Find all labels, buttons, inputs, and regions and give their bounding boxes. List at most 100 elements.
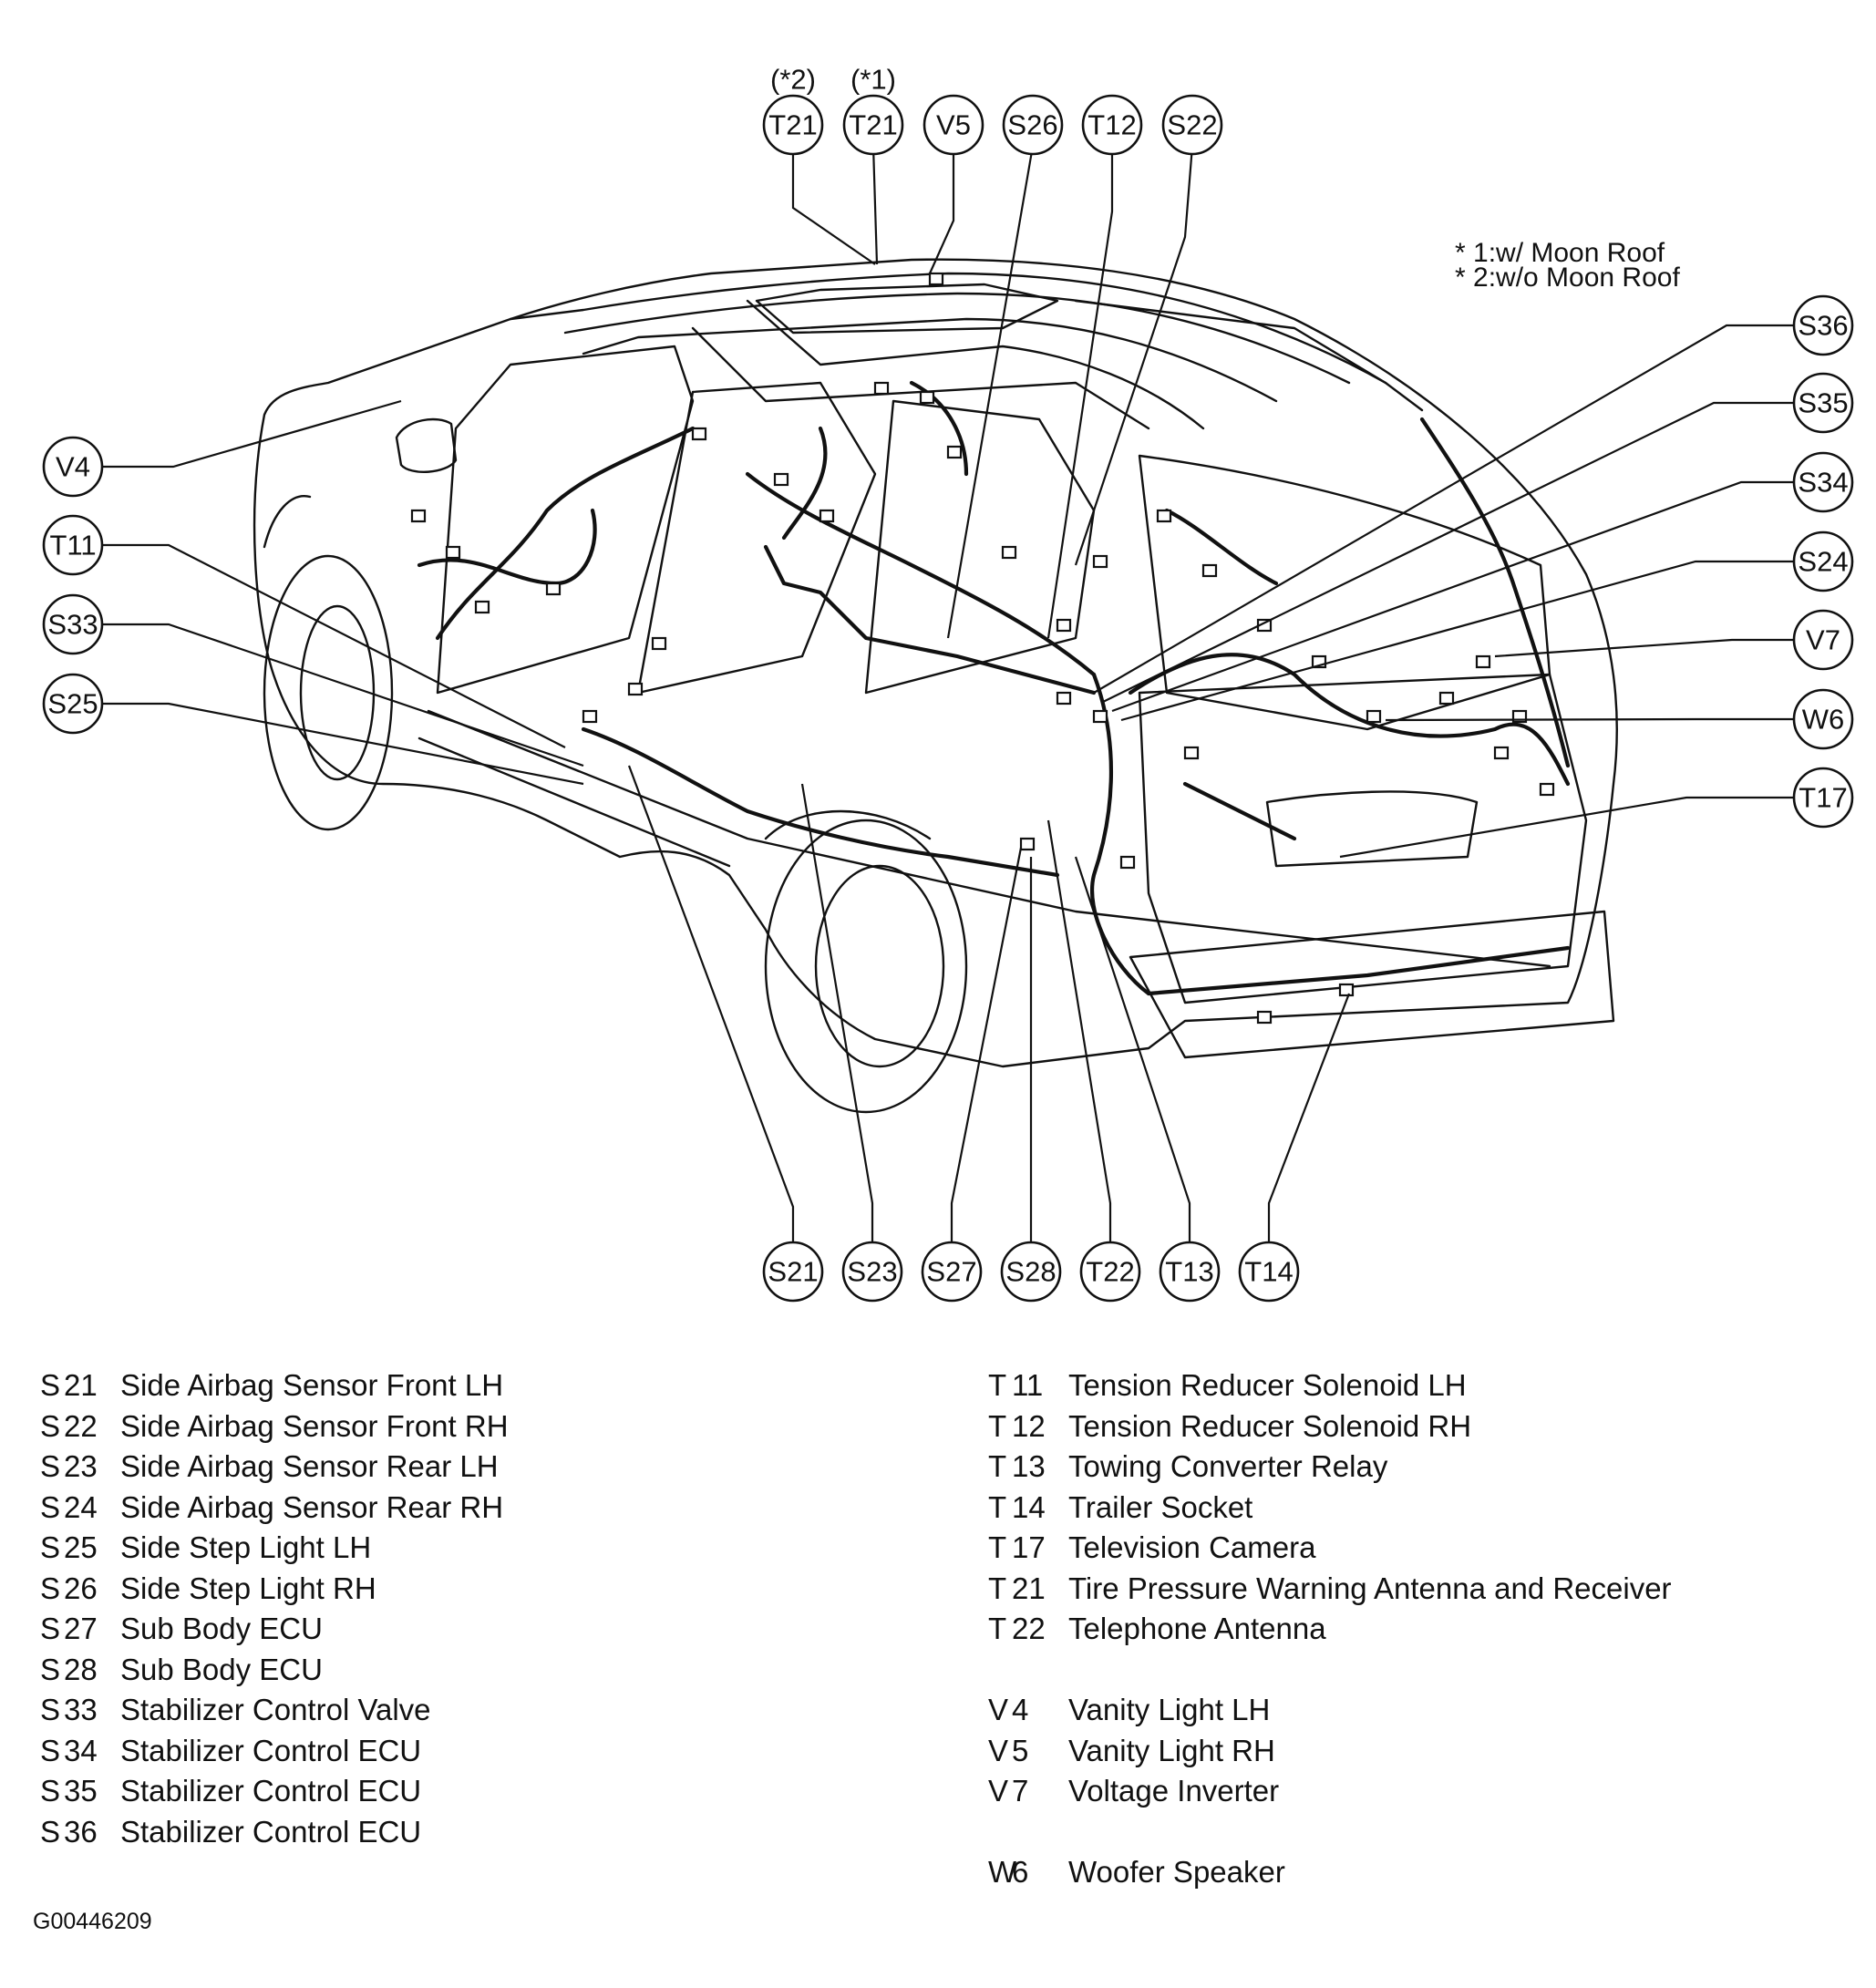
legend-description: Tire Pressure Warning Antenna and Receiv… [1068, 1571, 1672, 1605]
callout-right-2: S34 [1792, 451, 1854, 513]
callout-top-3: S26 [1002, 94, 1064, 156]
callout-top-1-circle [842, 94, 904, 156]
legend-code-letter: T [988, 1571, 1007, 1605]
legend-description: Tension Reducer Solenoid LH [1068, 1368, 1467, 1402]
legend-code-letter: S [40, 1733, 61, 1767]
callout-right-3: S24 [1792, 530, 1854, 592]
legend-description: Side Step Light RH [120, 1571, 376, 1605]
callout-right-4-circle [1792, 609, 1854, 671]
callout-bottom-2-circle [921, 1241, 983, 1303]
legend-code-letter: T [988, 1489, 1007, 1524]
callout-bottom-4-label: T22 [1086, 1256, 1134, 1288]
callout-left-1-circle [42, 514, 104, 576]
callout-right-6: T17 [1792, 767, 1854, 829]
legend-code-letter: W [988, 1855, 1017, 1889]
legend-description: Vanity Light LH [1068, 1693, 1271, 1726]
callout-left-2: S33 [42, 593, 104, 655]
callout-bottom-6: T14 [1238, 1241, 1300, 1303]
callout-top-0: T21 [762, 94, 824, 156]
legend-code-letter: S [40, 1612, 61, 1645]
legend-code-letter: T [988, 1530, 1007, 1564]
legend-description: Side Airbag Sensor Rear RH [120, 1489, 504, 1524]
legend-code-number: 17 [1012, 1530, 1046, 1564]
legend-code-letter: T [988, 1408, 1007, 1443]
callout-top-2-circle [923, 94, 984, 156]
legend-code-letter: V [988, 1774, 1009, 1808]
callout-bottom-6-circle [1238, 1241, 1300, 1303]
callout-top-0-circle [762, 94, 824, 156]
callout-top-0-label: T21 [768, 109, 817, 141]
callout-left-3-label: S25 [47, 688, 98, 720]
legend-code-letter: S [40, 1814, 61, 1849]
callout-right-5-circle [1792, 688, 1854, 750]
callout-top-4-circle [1081, 94, 1143, 156]
leader-lines [102, 145, 1794, 1241]
callout-top-4-label: T12 [1087, 109, 1136, 141]
legend-description: Vanity Light RH [1068, 1733, 1275, 1767]
legend-description: Stabilizer Control Valve [120, 1693, 431, 1726]
callout-right-3-circle [1792, 530, 1854, 592]
legend-description: Tension Reducer Solenoid RH [1068, 1408, 1472, 1443]
callout-right-2-label: S34 [1798, 467, 1848, 499]
callout-bottom-5-circle [1159, 1241, 1221, 1303]
callout-bottom-5: T13 [1159, 1241, 1221, 1303]
callout-top-3-circle [1002, 94, 1064, 156]
callout-bottom-3-label: S28 [1005, 1256, 1056, 1288]
callout-bottom-2-label: S27 [926, 1256, 976, 1288]
legend-description: Trailer Socket [1068, 1489, 1253, 1524]
legend-description: Side Airbag Sensor Rear LH [120, 1449, 499, 1483]
callout-left-0: V4 [42, 436, 104, 498]
legend-code-number: 22 [1012, 1612, 1046, 1645]
callout-right-1-label: S35 [1798, 387, 1848, 419]
callout-bottom-1-label: S23 [847, 1256, 897, 1288]
vehicle-wiring-diagram: * 1:w/ Moon Roof * 2:w/o Moon Roof T21(*… [42, 64, 1854, 1303]
callout-right-1: S35 [1792, 372, 1854, 434]
callout-right-4-label: V7 [1806, 624, 1840, 656]
legend-code-number: 27 [64, 1612, 98, 1645]
legend-description: Telephone Antenna [1068, 1612, 1326, 1645]
wire-harness [417, 380, 1571, 996]
callout-right-5-label: W6 [1802, 704, 1845, 736]
callout-right-0-circle [1792, 294, 1854, 356]
legend-description: Stabilizer Control ECU [120, 1814, 422, 1849]
callout-top-5-circle [1161, 94, 1223, 156]
legend-code-number: 5 [1012, 1733, 1029, 1767]
callout-bottom-2: S27 [921, 1241, 983, 1303]
callout-left-1-label: T11 [49, 530, 96, 561]
callout-right-4: V7 [1792, 609, 1854, 671]
legend-code-letter: S [40, 1408, 61, 1443]
legend-description: Towing Converter Relay [1068, 1449, 1388, 1483]
callout-bottom-3-circle [1000, 1241, 1062, 1303]
legend-code-letter: V [988, 1733, 1009, 1767]
legend-description: Stabilizer Control ECU [120, 1774, 422, 1808]
callout-left-3: S25 [42, 673, 104, 735]
legend-code-number: 21 [1012, 1571, 1046, 1605]
callout-bottom-1-circle [841, 1241, 903, 1303]
legend-code-letter: T [988, 1368, 1007, 1402]
callout-top-5: S22 [1161, 94, 1223, 156]
callout-right-0: S36 [1792, 294, 1854, 356]
callout-left-1: T11 [42, 514, 104, 576]
legend-code-letter: S [40, 1571, 61, 1605]
callout-bottom-0-circle [762, 1241, 824, 1303]
legend-code-letter: S [40, 1368, 61, 1402]
legend-code-number: 26 [64, 1571, 98, 1605]
legend-code-letter: S [40, 1693, 61, 1726]
legend-code-number: 34 [64, 1733, 98, 1767]
legend-code-number: 14 [1012, 1489, 1046, 1524]
